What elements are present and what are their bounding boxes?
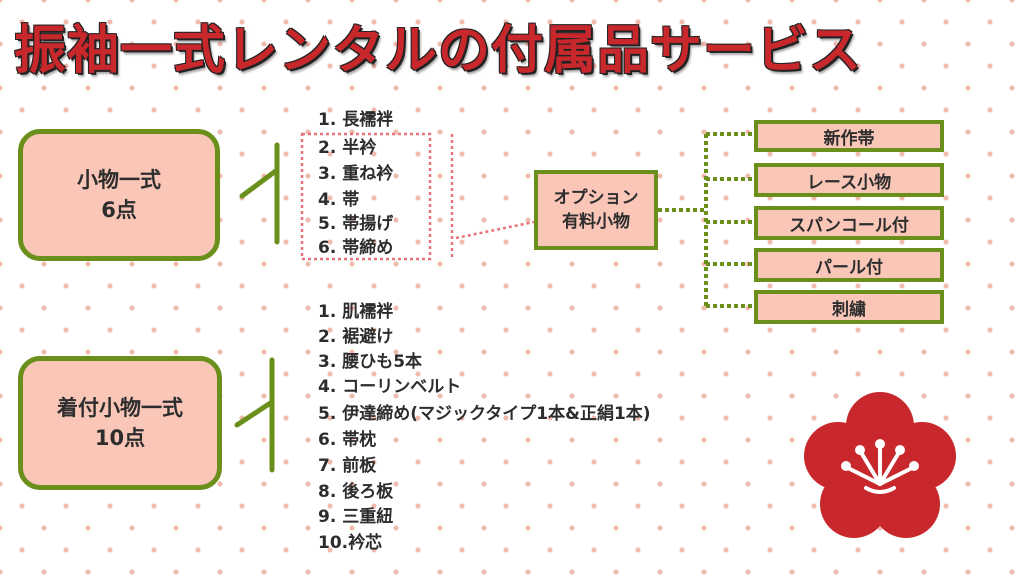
list-item: 7. 前板 <box>318 456 377 476</box>
list-item: 2. 半衿 <box>318 138 377 158</box>
selection-to-option <box>455 220 535 240</box>
option-item-box: パール付 <box>754 248 944 282</box>
page-title: 振袖一式レンタルの付属品サービス <box>14 21 863 81</box>
option-item-box: レース小物 <box>754 163 944 197</box>
list-item: 6. 帯締め <box>318 238 394 258</box>
list-item: 5. 帯揚げ <box>318 214 394 234</box>
option-item-box: スパンコール付 <box>754 206 944 240</box>
group-box-komono: 小物一式 6点 <box>18 129 220 261</box>
list-item: 3. 腰ひも5本 <box>318 352 423 372</box>
group-box-title: 着付小物一式 <box>57 396 183 420</box>
list-item: 2. 裾避け <box>318 327 394 347</box>
group-box-count: 10点 <box>94 426 146 450</box>
option-item-box: 新作帯 <box>754 120 944 152</box>
group-box-count: 6点 <box>101 198 137 222</box>
list-item: 5. 伊達締め(マジックタイプ1本&正絹1本) <box>318 404 651 424</box>
option-hub-title: オプション <box>553 188 639 208</box>
option-hub-box: オプション 有料小物 <box>534 170 658 250</box>
group-box-kitsuke: 着付小物一式 10点 <box>18 356 222 490</box>
group-box-title: 小物一式 <box>77 168 161 192</box>
group1-connector <box>239 167 280 199</box>
list-item: 9. 三重紐 <box>318 507 394 527</box>
option-item-box: 刺繍 <box>754 290 944 324</box>
list-item: 4. 帯 <box>318 190 360 210</box>
group2-connector <box>234 399 275 428</box>
list-item: 1. 長襦袢 <box>318 110 394 130</box>
group1-item-list: 1. 長襦袢 2. 半衿 3. 重ね衿 4. 帯 5. 帯揚げ 6. 帯締め <box>318 110 468 260</box>
list-item: 6. 帯枕 <box>318 430 377 450</box>
list-item: 3. 重ね衿 <box>318 164 394 184</box>
list-item: 10.衿芯 <box>318 533 383 553</box>
group2-item-list: 1. 肌襦袢 2. 裾避け 3. 腰ひも5本 4. コーリンベルト 5. 伊達締… <box>318 302 738 562</box>
plum-blossom-icon <box>804 392 956 538</box>
list-item: 4. コーリンベルト <box>318 377 462 397</box>
list-item: 1. 肌襦袢 <box>318 302 394 322</box>
list-item: 8. 後ろ板 <box>318 482 394 502</box>
option-hub-subtitle: 有料小物 <box>562 212 630 232</box>
